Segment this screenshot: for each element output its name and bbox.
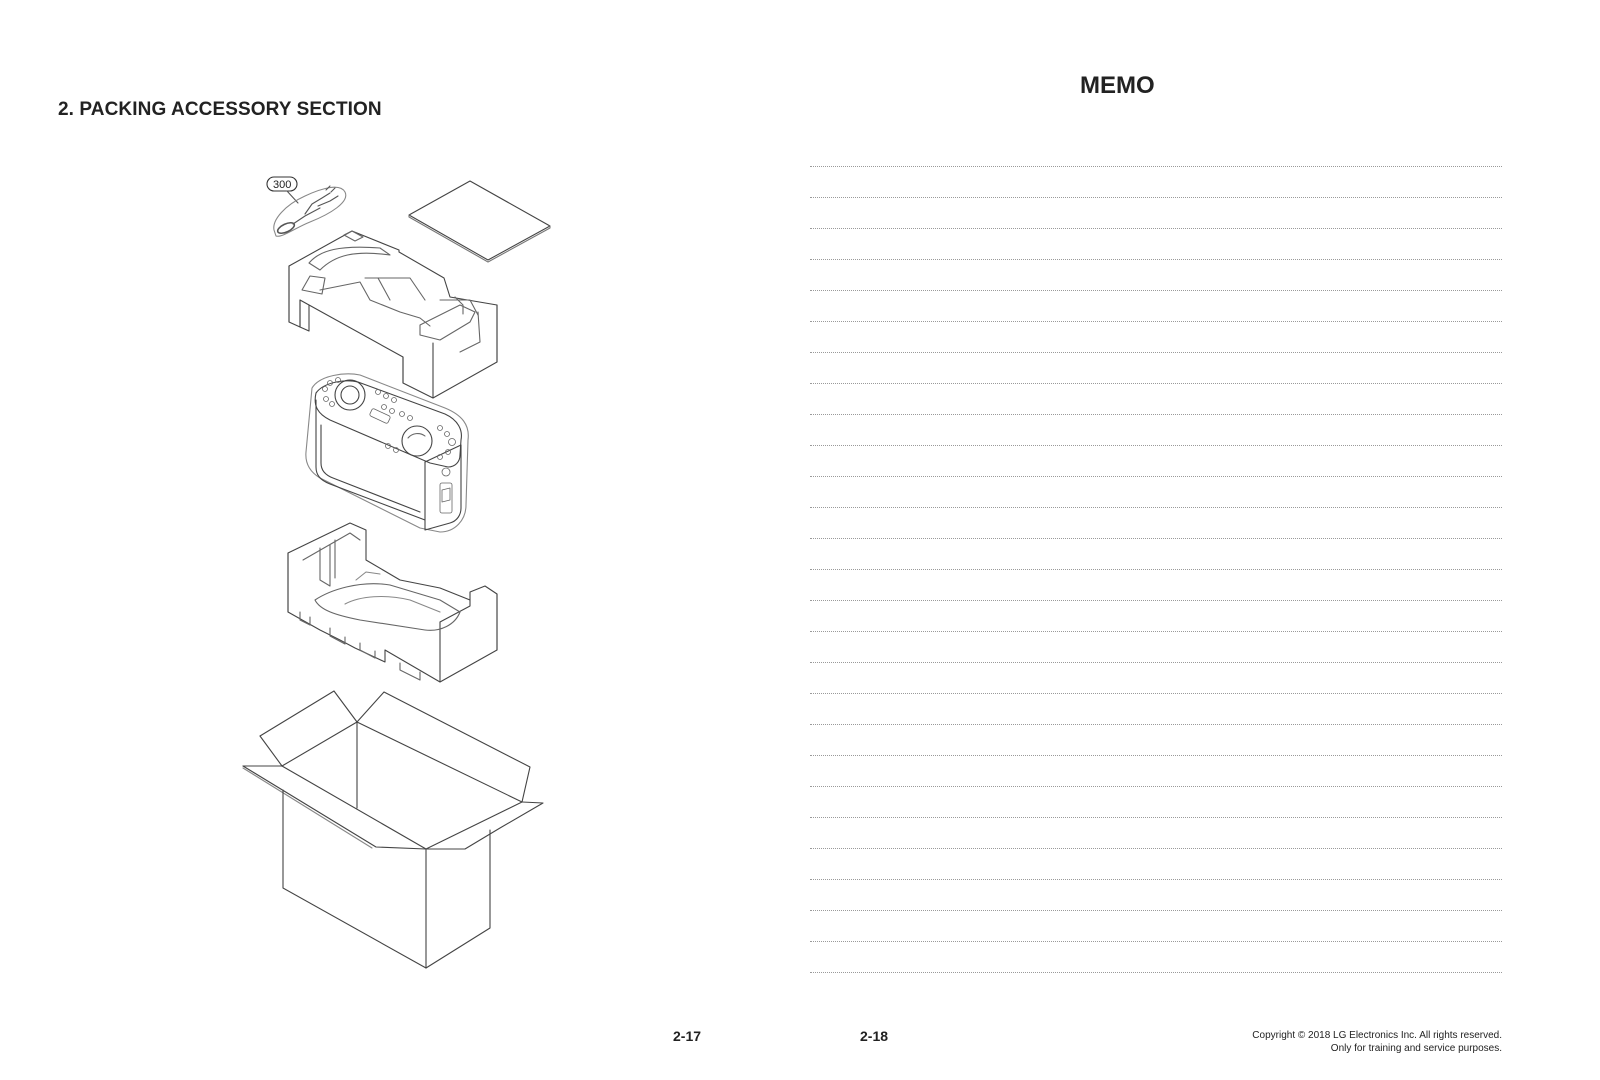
speaker-unit-part [305, 373, 469, 533]
memo-line [810, 476, 1502, 477]
copyright-notice: Copyright © 2018 LG Electronics Inc. All… [1252, 1029, 1502, 1055]
page-number-left: 2-17 [673, 1028, 702, 1044]
bottom-foam-part [287, 522, 498, 683]
manual-sheet-part [408, 180, 551, 263]
packing-exploded-diagram: 300 [242, 176, 551, 969]
memo-line [810, 414, 1502, 415]
memo-line [810, 724, 1502, 725]
memo-line [810, 290, 1502, 291]
memo-line [810, 941, 1502, 942]
memo-line [810, 631, 1502, 632]
copyright-line-2: Only for training and service purposes. [1330, 1043, 1502, 1054]
memo-title: MEMO [1080, 72, 1155, 99]
memo-line [810, 259, 1502, 260]
section-title: 2. PACKING ACCESSORY SECTION [58, 99, 382, 120]
memo-line [810, 321, 1502, 322]
memo-line [810, 910, 1502, 911]
page-number-right: 2-18 [860, 1028, 889, 1044]
memo-line [810, 600, 1502, 601]
memo-title-wrap: MEMO [1080, 72, 1240, 100]
memo-line [810, 197, 1502, 198]
memo-line [810, 693, 1502, 694]
carton-box-part [242, 690, 544, 969]
memo-line [810, 445, 1502, 446]
memo-line [810, 848, 1502, 849]
memo-line [810, 383, 1502, 384]
right-page [800, 0, 1600, 1080]
callout-300-bubble [266, 176, 298, 192]
power-cord-part [266, 176, 347, 237]
memo-line [810, 538, 1502, 539]
memo-line [810, 228, 1502, 229]
memo-line [810, 972, 1502, 973]
memo-line [810, 352, 1502, 353]
memo-line [810, 166, 1502, 167]
memo-line [810, 569, 1502, 570]
memo-line [810, 662, 1502, 663]
callout-300-label: 300 [273, 179, 291, 191]
top-foam-part [288, 230, 498, 399]
memo-line [810, 786, 1502, 787]
copyright-line-1: Copyright © 2018 LG Electronics Inc. All… [1252, 1030, 1502, 1041]
memo-line [810, 507, 1502, 508]
memo-line [810, 755, 1502, 756]
memo-line [810, 879, 1502, 880]
memo-line [810, 817, 1502, 818]
left-page: 2. PACKING ACCESSORY SECTION [58, 99, 702, 1044]
